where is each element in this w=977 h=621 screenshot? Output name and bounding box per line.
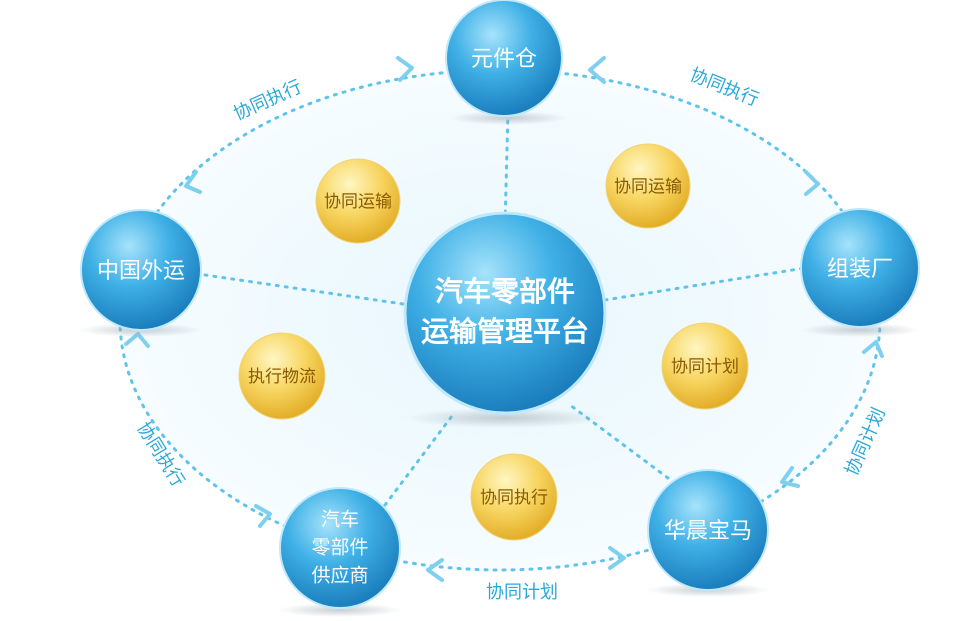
gold-ball-execute: 协同执行 bbox=[470, 453, 558, 541]
arrow-top-right-icon bbox=[588, 56, 606, 84]
center-label-line1: 汽车零部件 bbox=[435, 275, 575, 308]
center-label-line2: 运输管理平台 bbox=[421, 315, 589, 348]
node-label-assembly: 组装厂 bbox=[827, 257, 893, 282]
node-label-warehouse: 元件仓 bbox=[471, 47, 537, 72]
arrow-bottom-left-icon bbox=[426, 558, 444, 582]
node-assembly: 组装厂 bbox=[800, 208, 920, 328]
node-label-supplier-line1: 汽车 bbox=[321, 509, 359, 531]
arrow-bottom-right-icon bbox=[608, 546, 626, 570]
node-china-freight: 中国外运 bbox=[80, 209, 202, 331]
edge-label-bottom: 协同计划 bbox=[486, 582, 558, 603]
spoke-china-freight bbox=[203, 273, 412, 307]
node-label-china-freight: 中国外运 bbox=[97, 259, 185, 284]
node-label-supplier-line2: 零部件 bbox=[311, 537, 368, 559]
edge-label-top-right: 协同执行 bbox=[687, 64, 762, 110]
gold-ball-transport-right: 协同运输 bbox=[605, 143, 691, 229]
gold-label-transport-left: 协同运输 bbox=[324, 192, 392, 212]
arrowheads bbox=[124, 56, 884, 582]
gold-label-logistics: 执行物流 bbox=[248, 367, 316, 387]
spoke-warehouse bbox=[503, 110, 510, 227]
node-bmw: 华晨宝马 bbox=[647, 469, 769, 591]
arrow-supplier-icon bbox=[254, 504, 272, 528]
gold-ball-transport-left: 协同运输 bbox=[315, 158, 401, 244]
gold-ball-logistics: 执行物流 bbox=[238, 332, 326, 420]
arrow-top-left-icon bbox=[396, 56, 414, 82]
arrow-bmw-side-icon bbox=[780, 466, 800, 488]
gold-label-plan: 协同计划 bbox=[671, 357, 739, 377]
gold-label-execute: 协同执行 bbox=[480, 488, 548, 508]
node-supplier: 汽车 零部件 供应商 bbox=[279, 487, 401, 609]
node-label-bmw: 华晨宝马 bbox=[664, 519, 752, 544]
spoke-supplier bbox=[383, 410, 457, 507]
node-warehouse: 元件仓 bbox=[445, 0, 563, 117]
arrow-right-lower-icon bbox=[862, 340, 884, 358]
arrow-right-upper-icon bbox=[804, 170, 820, 196]
gold-label-transport-right: 协同运输 bbox=[614, 177, 682, 197]
arrow-left-upper-icon bbox=[184, 170, 202, 194]
spoke-assembly bbox=[603, 266, 807, 302]
center-node: 汽车零部件 运输管理平台 bbox=[403, 211, 607, 415]
node-label-supplier-line3: 供应商 bbox=[311, 565, 368, 587]
gold-ball-plan: 协同计划 bbox=[661, 322, 749, 410]
